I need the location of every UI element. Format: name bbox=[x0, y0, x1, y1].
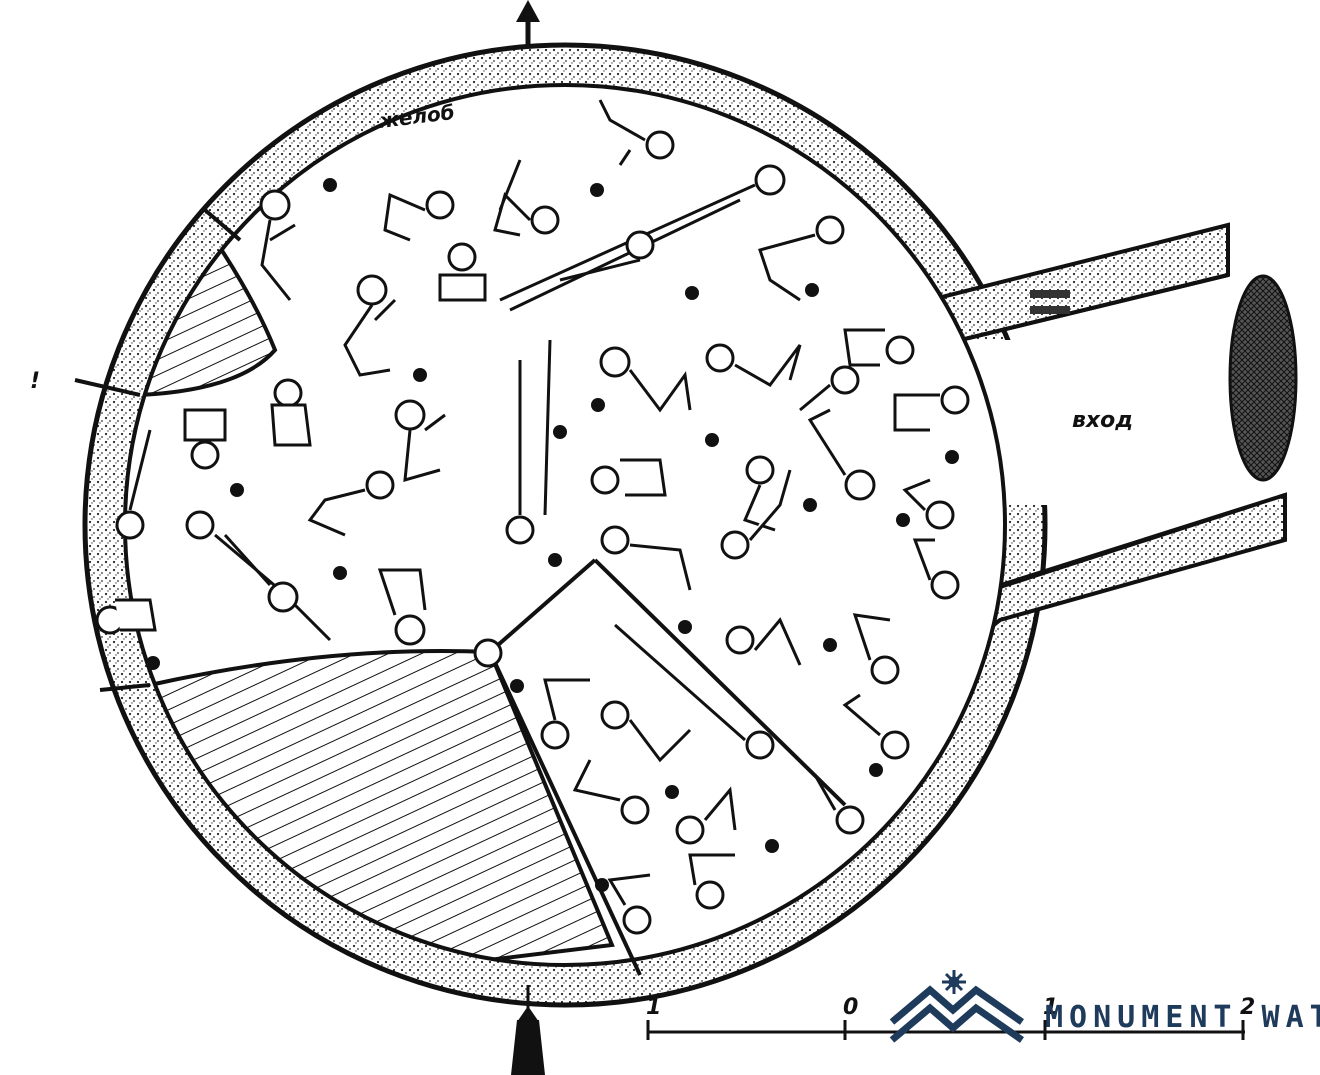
skeleton bbox=[912, 538, 960, 600]
skeleton bbox=[394, 399, 446, 483]
skeleton bbox=[383, 190, 455, 242]
skeleton bbox=[799, 365, 860, 412]
skeleton bbox=[725, 617, 802, 666]
skeleton bbox=[259, 189, 296, 301]
skeleton bbox=[705, 343, 802, 387]
skeleton bbox=[607, 873, 652, 935]
skeleton bbox=[540, 678, 590, 750]
skeleton bbox=[115, 429, 152, 540]
skeleton bbox=[307, 470, 395, 537]
skeleton bbox=[614, 623, 775, 760]
skeleton bbox=[598, 99, 675, 166]
skeleton bbox=[95, 598, 157, 635]
scale-tick-label: 1 bbox=[1043, 995, 1058, 1020]
skeleton bbox=[270, 378, 312, 447]
skeleton bbox=[600, 700, 692, 763]
scale-tick-label: 2 bbox=[1240, 995, 1255, 1020]
skeleton bbox=[590, 458, 667, 497]
skeleton bbox=[377, 568, 427, 646]
skeleton bbox=[843, 328, 915, 367]
south-marker-icon bbox=[511, 985, 545, 1075]
skeleton bbox=[343, 274, 397, 377]
mountain-star-logo-icon bbox=[889, 970, 1024, 1043]
skeleton bbox=[688, 853, 735, 910]
skeleton bbox=[493, 159, 560, 237]
skeleton bbox=[183, 408, 227, 470]
skeleton bbox=[438, 242, 487, 302]
entrance-corridor bbox=[908, 222, 1298, 742]
skeleton bbox=[473, 638, 503, 668]
sector-lines bbox=[74, 208, 847, 976]
skeleton bbox=[720, 469, 792, 560]
blocking-stone bbox=[1228, 274, 1298, 482]
skeleton bbox=[675, 786, 737, 845]
watermark-brand: MONUMENT WATCH bbox=[1045, 1000, 1320, 1035]
skeleton bbox=[893, 385, 970, 432]
skeleton bbox=[902, 478, 955, 530]
skeleton bbox=[223, 533, 299, 613]
skeleton bbox=[813, 774, 865, 835]
scale-tick-label: 0 bbox=[843, 995, 858, 1020]
skeleton bbox=[852, 613, 900, 685]
edge-mark: ! bbox=[30, 369, 40, 394]
skeleton-burials bbox=[95, 99, 970, 935]
skeleton bbox=[559, 230, 655, 282]
skeleton bbox=[505, 339, 552, 545]
skeleton bbox=[807, 408, 876, 501]
skeleton bbox=[758, 215, 845, 302]
skeleton bbox=[842, 693, 910, 760]
watermark: MONUMENT WATCH bbox=[889, 970, 1320, 1043]
skeleton bbox=[599, 346, 692, 413]
scale-tick-label: 1 bbox=[646, 995, 661, 1020]
entrance-label: вход bbox=[1072, 408, 1133, 433]
skeleton bbox=[572, 759, 650, 825]
scale-bar: 1 0 1 2 bbox=[646, 995, 1255, 1040]
skeleton bbox=[600, 525, 692, 591]
